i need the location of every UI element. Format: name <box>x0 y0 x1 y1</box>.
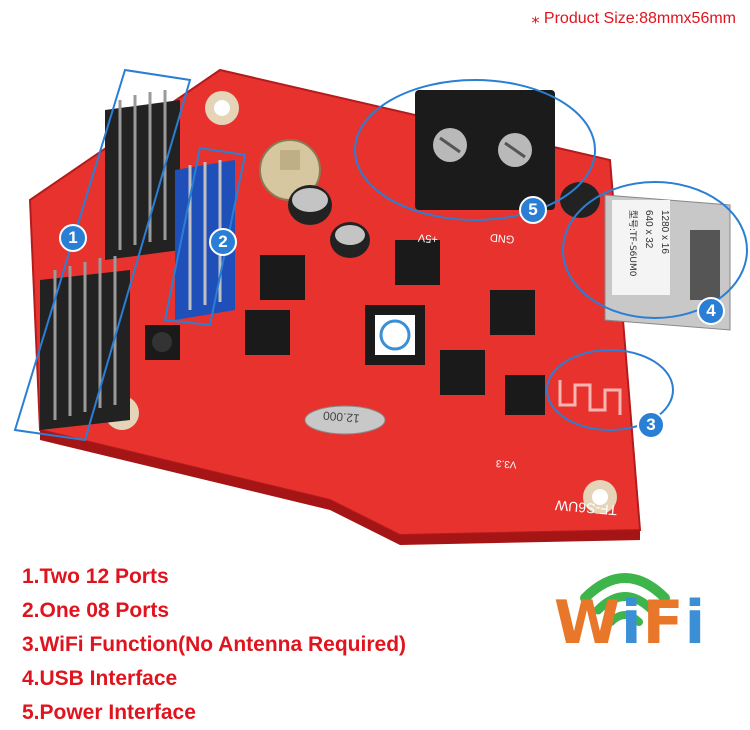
usb-sticker: 1280 x 16 640 x 32 型号:TF-S6UM0 <box>624 210 672 300</box>
power-label-gnd: GND <box>489 230 515 246</box>
components <box>145 139 600 435</box>
wifi-letter: i <box>684 588 707 658</box>
usb-port <box>604 194 731 331</box>
power-label-5v: +5V <box>417 231 439 245</box>
wifi-logo: WiFi <box>540 588 720 658</box>
product-size-label: ⁎ Product Size:88mmx56mm <box>531 10 736 27</box>
feature-item: 3.WiFi Function(No Antenna Required) <box>22 633 407 656</box>
wifi-letter: i <box>621 588 643 658</box>
callout-badge-3: 3 <box>637 411 665 439</box>
usb-sticker-line-1: 1280 x 16 <box>659 210 670 254</box>
callout-badge-2: 2 <box>209 228 237 256</box>
callout-badge-5: 5 <box>519 196 547 224</box>
usb-sticker-line-3: 型号:TF-S6UM0 <box>627 210 637 277</box>
usb-sticker-line-2: 640 x 32 <box>643 210 654 249</box>
feature-list: 1.Two 12 Ports 2.One 08 Ports 3.WiFi Fun… <box>22 560 406 730</box>
feature-item: 2.One 08 Ports <box>22 599 170 622</box>
power-terminal <box>415 90 555 210</box>
feature-item: 4.USB Interface <box>22 667 178 690</box>
callout-outlines <box>13 68 748 442</box>
antenna-trace <box>558 380 622 415</box>
version-label: V3.3 <box>495 457 518 470</box>
pin-header-left <box>40 90 180 430</box>
mounting-holes <box>105 91 617 514</box>
feature-item: 1.Two 12 Ports <box>22 565 169 588</box>
callout-badge-1: 1 <box>59 224 87 252</box>
wifi-letter: F <box>642 588 685 658</box>
feature-item: 5.Power Interface <box>22 701 196 724</box>
callout-badge-4: 4 <box>697 297 725 325</box>
wifi-letter: W <box>553 588 622 658</box>
wifi-signal-icon <box>580 573 670 626</box>
